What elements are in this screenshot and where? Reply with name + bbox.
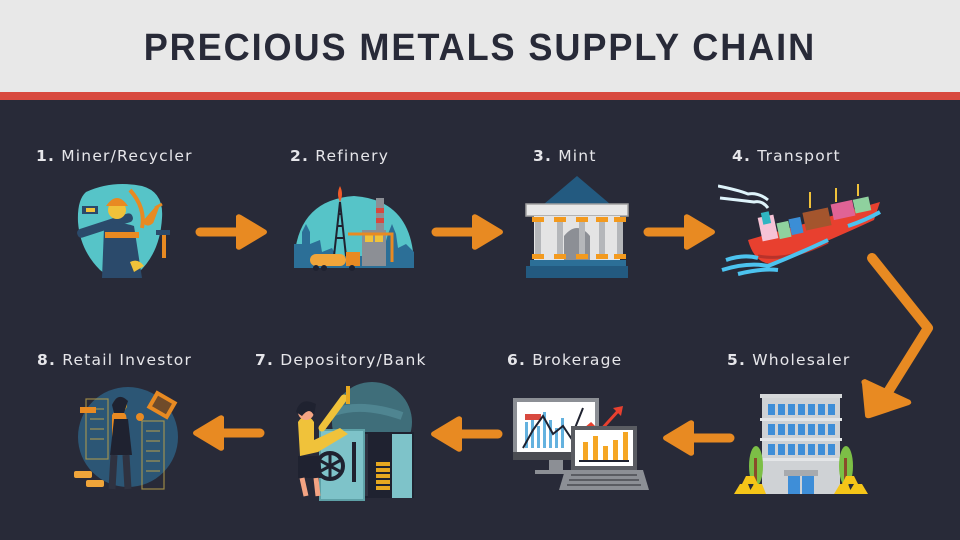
retail-investor-icon	[74, 385, 186, 491]
refinery-icon	[292, 182, 416, 274]
arrow-left-icon	[428, 414, 504, 454]
step-1-label: 1. Miner/Recycler	[36, 147, 193, 165]
step-name: Mint	[558, 147, 597, 165]
step-name: Brokerage	[532, 351, 623, 369]
step-number: 2.	[290, 147, 310, 165]
step-name: Depository/Bank	[280, 351, 427, 369]
step-5-label: 5. Wholesaler	[727, 351, 850, 369]
step-number: 8.	[37, 351, 57, 369]
step-name: Miner/Recycler	[61, 147, 193, 165]
step-name: Wholesaler	[752, 351, 851, 369]
step-name: Retail Investor	[62, 351, 193, 369]
step-name: Transport	[757, 147, 841, 165]
cargo-ship-icon	[718, 182, 882, 276]
page-title: PRECIOUS METALS SUPPLY CHAIN	[143, 26, 817, 69]
step-6-label: 6. Brokerage	[507, 351, 622, 369]
arrow-left-icon	[190, 413, 266, 453]
arrow-right-icon	[430, 212, 506, 252]
step-number: 6.	[507, 351, 527, 369]
step-number: 1.	[36, 147, 56, 165]
step-3-label: 3. Mint	[533, 147, 597, 165]
mint-building-icon	[524, 176, 630, 278]
wholesaler-building-icon	[732, 392, 872, 496]
trading-computers-icon	[511, 396, 651, 494]
step-8-label: 8. Retail Investor	[37, 351, 192, 369]
vault-safe-icon	[292, 382, 418, 502]
arrow-bent-down-icon	[856, 250, 940, 422]
step-number: 5.	[727, 351, 747, 369]
step-number: 4.	[732, 147, 752, 165]
arrow-left-icon	[660, 418, 736, 458]
step-number: 3.	[533, 147, 553, 165]
header-band: PRECIOUS METALS SUPPLY CHAIN	[0, 0, 960, 92]
step-7-label: 7. Depository/Bank	[255, 351, 427, 369]
step-number: 7.	[255, 351, 275, 369]
accent-stripe	[0, 92, 960, 100]
arrow-right-icon	[194, 212, 270, 252]
arrow-right-icon	[642, 212, 718, 252]
miner-icon	[72, 178, 182, 283]
step-4-label: 4. Transport	[732, 147, 841, 165]
step-2-label: 2. Refinery	[290, 147, 389, 165]
step-name: Refinery	[315, 147, 390, 165]
